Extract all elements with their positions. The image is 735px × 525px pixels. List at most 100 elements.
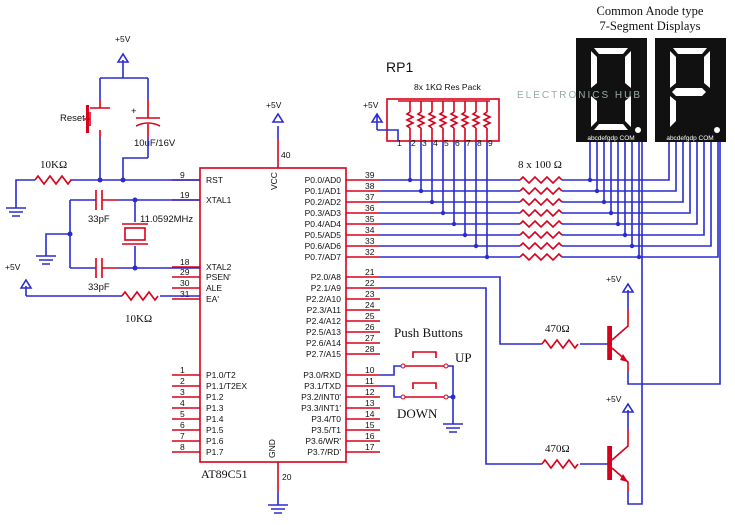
rp1-label: RP1 <box>386 59 413 75</box>
pin-name: P3.1/TXD <box>304 381 341 391</box>
pin-name: P3.0/RXD <box>303 370 341 380</box>
pin-name: P2.7/A15 <box>306 349 341 359</box>
pin-name: P1.4 <box>206 414 224 424</box>
pin-number: 6 <box>180 420 185 430</box>
pin-name: P1.2 <box>206 392 224 402</box>
pin-name: P2.6/A14 <box>306 338 341 348</box>
pin-number: 35 <box>365 214 375 224</box>
pin-number: 4 <box>180 398 185 408</box>
pin-name: P1.0/T2 <box>206 370 236 380</box>
reset-resistor-label: 10KΩ <box>40 159 67 171</box>
pin-number: 29 <box>180 267 190 277</box>
crystal-caps <box>95 190 118 278</box>
gnd-pin-number: 20 <box>282 472 292 482</box>
pin-name: RST <box>206 175 223 185</box>
t2-supply-arrow <box>621 402 635 420</box>
t1-supply-label: +5V <box>606 274 622 284</box>
rp1-description: 8x 1KΩ Res Pack <box>414 82 482 92</box>
pin-number: 38 <box>365 181 375 191</box>
crystal-cap2-label: 33pF <box>88 282 110 293</box>
pin-number: 8 <box>180 442 185 452</box>
pin-name: P1.7 <box>206 447 224 457</box>
seven-segment-display-2: abcdefgdp COM <box>655 38 726 142</box>
segment-resistor <box>519 230 563 240</box>
pin-name: P0.6/AD6 <box>305 241 342 251</box>
pin-number: 17 <box>365 442 375 452</box>
pin-name: XTAL2 <box>206 262 232 272</box>
pin-number: 26 <box>365 322 375 332</box>
pin-name: P3.4/T0 <box>311 414 341 424</box>
down-push-button[interactable] <box>400 382 449 400</box>
pin-name: P3.2/INT0' <box>301 392 341 402</box>
crystal-cap1-label: 33pF <box>88 214 110 225</box>
p21-to-t2-wire <box>380 287 542 465</box>
pin-number: 33 <box>365 236 375 246</box>
segment-resistor <box>519 175 563 185</box>
reset-supply-arrow <box>116 52 130 68</box>
reset-bottom-wire <box>99 138 149 180</box>
pin-name: P1.3 <box>206 403 224 413</box>
pin-number: 27 <box>365 333 375 343</box>
pin-name: P2.5/A13 <box>306 327 341 337</box>
reset-resistor <box>34 174 72 186</box>
up-push-button[interactable] <box>400 351 449 369</box>
pin-name: P0.7/AD7 <box>305 252 342 262</box>
pin-number: 11 <box>365 376 374 386</box>
t1-base-resistor <box>541 338 579 350</box>
pin-name: EA' <box>206 294 219 304</box>
vcc-pin-name: VCC <box>269 172 279 190</box>
ea-resistor <box>121 290 159 302</box>
t1-resistor-label: 470Ω <box>545 323 570 335</box>
svg-text:4: 4 <box>433 138 438 148</box>
displays-title-line2: 7-Segment Displays <box>599 19 700 33</box>
pin-name: P0.0/AD0 <box>305 175 342 185</box>
pin-number: 1 <box>180 365 185 375</box>
pin-number: 31 <box>180 289 190 299</box>
t1-supply-arrow <box>621 282 635 300</box>
reset-top-wire <box>99 68 149 100</box>
rp1-supply-label: +5V <box>363 100 379 110</box>
crystal-oscillator <box>122 200 148 268</box>
reset-supply-label: +5V <box>115 34 131 44</box>
pin-number: 28 <box>365 344 375 354</box>
rp1-resistors <box>398 100 492 141</box>
t2-supply-label: +5V <box>606 394 622 404</box>
displays-title-line1: Common Anode type <box>597 4 704 18</box>
port0-data-bus <box>380 141 719 260</box>
pin-number: 7 <box>180 431 185 441</box>
vcc-pin-number: 40 <box>281 150 291 160</box>
crystal-ground <box>36 233 70 265</box>
pin-name: P0.2/AD2 <box>305 197 342 207</box>
svg-text:8: 8 <box>477 138 482 148</box>
pin-name: P0.5/AD5 <box>305 230 342 240</box>
pin-number: 23 <box>365 289 375 299</box>
pin-name: P3.3/INT1' <box>301 403 341 413</box>
pin-number: 37 <box>365 192 375 202</box>
pin-number: 21 <box>365 267 375 277</box>
pin-name: ALE <box>206 283 222 293</box>
t2-resistor-label: 470Ω <box>545 443 570 455</box>
svg-text:6: 6 <box>455 138 460 148</box>
up-button-label: UP <box>455 350 472 365</box>
pin-number: 39 <box>365 170 375 180</box>
